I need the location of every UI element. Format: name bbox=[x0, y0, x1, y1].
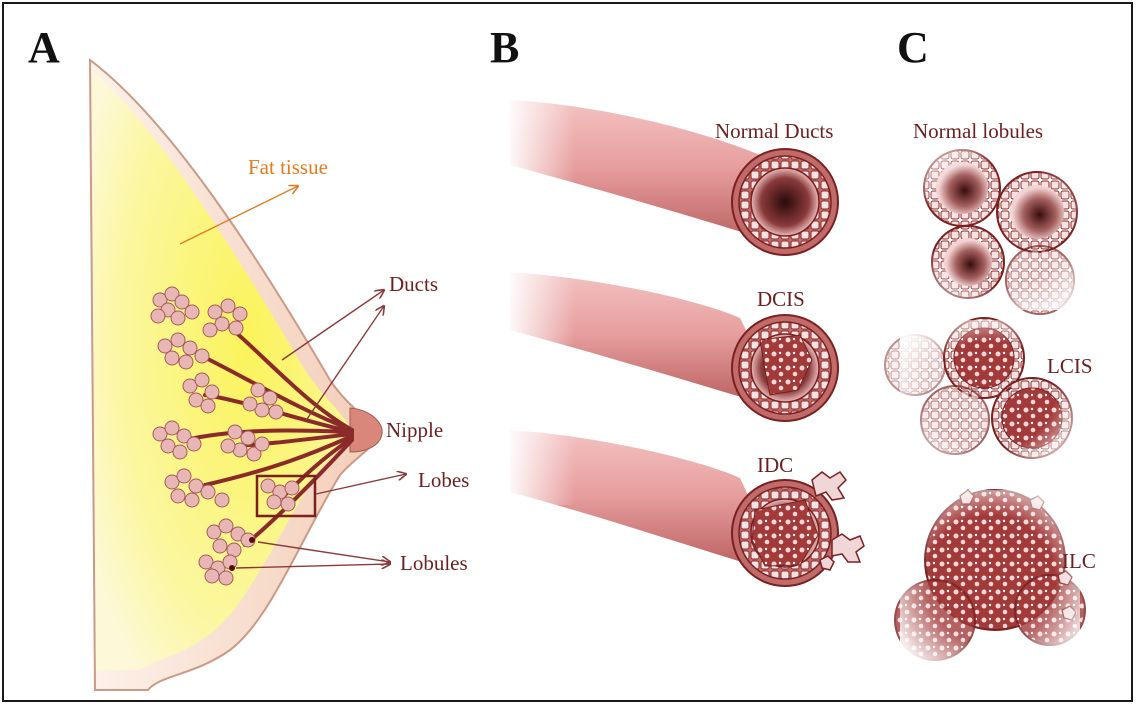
ilc-lobules bbox=[895, 490, 1085, 670]
panel-a-letter: A bbox=[28, 23, 60, 72]
label-lobes: Lobes bbox=[418, 468, 469, 492]
nipple-shape bbox=[350, 408, 382, 452]
duct-lumen bbox=[751, 168, 819, 236]
lcis-lobules bbox=[885, 318, 1080, 470]
idc-duct bbox=[505, 425, 864, 586]
label-lcis: LCIS bbox=[1047, 354, 1093, 378]
label-ducts: Ducts bbox=[389, 272, 438, 296]
panel-c: C bbox=[885, 23, 1100, 670]
label-normal-ducts: Normal Ducts bbox=[715, 119, 833, 143]
breast-illustration bbox=[90, 60, 382, 690]
label-idc: IDC bbox=[757, 453, 793, 477]
label-fat-tissue: Fat tissue bbox=[248, 155, 328, 179]
panel-a: A bbox=[28, 23, 469, 690]
label-nipple: Nipple bbox=[386, 418, 443, 442]
panel-c-letter: C bbox=[897, 23, 929, 72]
label-normal-lobules: Normal lobules bbox=[913, 119, 1043, 143]
label-ilc: ILC bbox=[1062, 549, 1096, 573]
panel-b: B bbox=[490, 23, 864, 586]
normal-lobules bbox=[900, 140, 1100, 314]
label-lobules: Lobules bbox=[400, 551, 468, 575]
label-dcis: DCIS bbox=[757, 287, 805, 311]
panel-b-letter: B bbox=[490, 23, 519, 72]
